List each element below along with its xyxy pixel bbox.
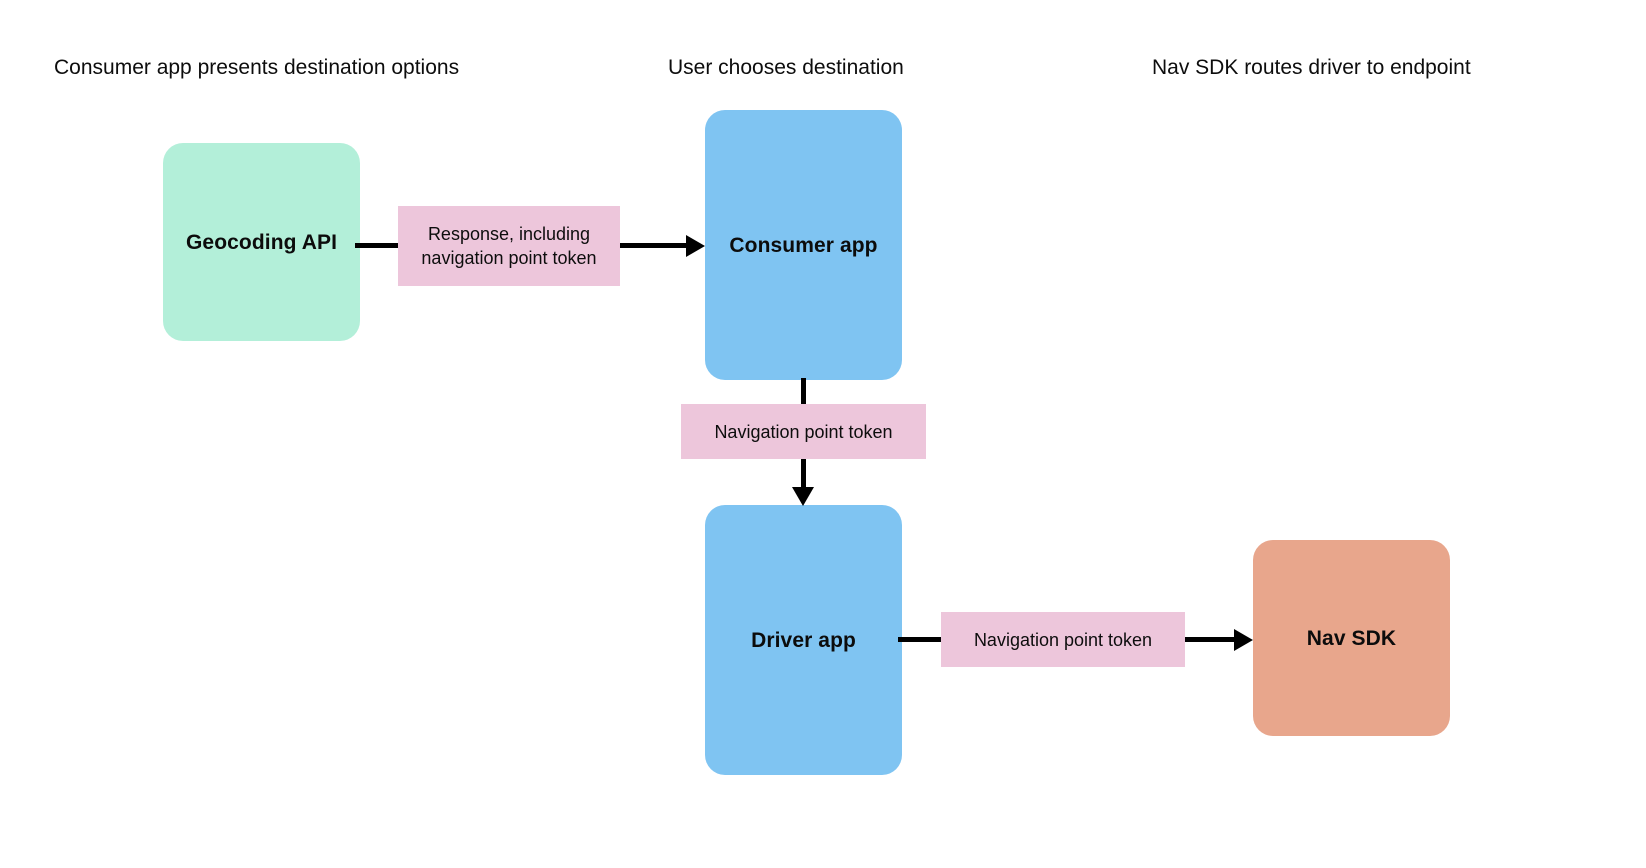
node-nav-sdk[interactable]: Nav SDK <box>1253 540 1450 736</box>
node-consumer-app[interactable]: Consumer app <box>705 110 902 380</box>
connector-label-to-driver <box>801 455 806 493</box>
column-header-navsdk: Nav SDK routes driver to endpoint <box>1152 56 1471 79</box>
edge-label-navigation-point-token-consumer-driver: Navigation point token <box>681 404 926 459</box>
column-header-user: User chooses destination <box>668 56 904 79</box>
node-geocoding-api-label: Geocoding API <box>185 230 338 254</box>
connector-label-to-navsdk <box>1180 637 1238 642</box>
arrowhead-to-nav-sdk <box>1234 629 1253 651</box>
node-consumer-app-label: Consumer app <box>729 233 878 257</box>
connector-geocoding-to-label <box>355 243 405 248</box>
node-nav-sdk-label: Nav SDK <box>1306 626 1397 650</box>
node-driver-app-label: Driver app <box>751 628 856 652</box>
edge-label-response-text: Response, including navigation point tok… <box>421 224 597 268</box>
edge-label-token-driver-navsdk-text: Navigation point token <box>973 629 1153 650</box>
edge-label-navigation-point-token-driver-navsdk: Navigation point token <box>941 612 1185 667</box>
node-driver-app[interactable]: Driver app <box>705 505 902 775</box>
column-header-consumer: Consumer app presents destination option… <box>54 56 460 79</box>
connector-driver-to-label <box>898 637 948 642</box>
connector-consumer-to-label <box>801 378 806 410</box>
node-geocoding-api[interactable]: Geocoding API <box>163 143 360 341</box>
edge-label-token-consumer-driver-text: Navigation point token <box>714 421 893 442</box>
arrowhead-to-driver-app <box>792 487 814 506</box>
arrowhead-to-consumer-app <box>686 235 705 257</box>
edge-label-response-including-navigation-point-token: Response, including navigation point tok… <box>398 206 620 286</box>
connector-label-to-consumer <box>615 243 690 248</box>
